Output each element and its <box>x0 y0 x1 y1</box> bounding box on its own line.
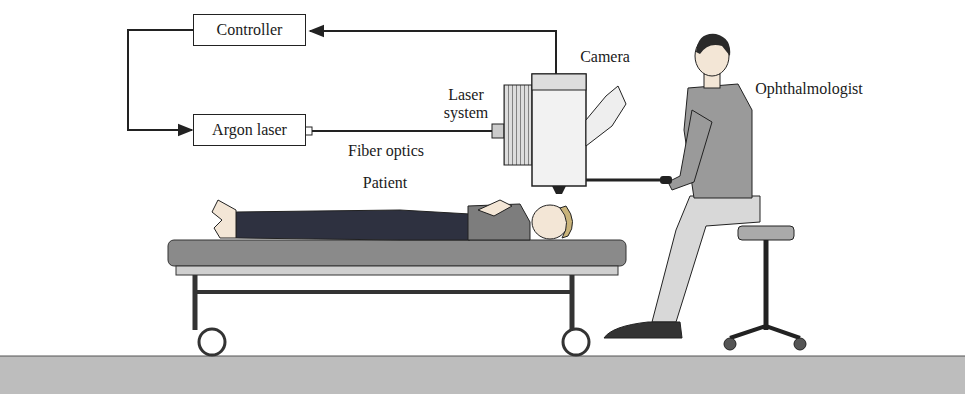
wheel <box>563 329 589 355</box>
fiber-port <box>305 127 312 135</box>
box-label: Argon laser <box>212 121 287 139</box>
patient-legs <box>236 210 470 240</box>
wheel <box>794 338 806 350</box>
part-label: Camera <box>570 48 640 66</box>
fiber-optic-cable <box>312 130 492 132</box>
person-label: Ophthalmologist <box>744 80 874 98</box>
camera-body <box>532 74 586 186</box>
bed-rail <box>195 290 572 294</box>
bed-leg <box>570 275 575 330</box>
part-label: Laser system <box>436 86 496 121</box>
person-label: Patient <box>350 174 420 192</box>
camera-wire <box>310 31 556 74</box>
patient-feet <box>212 200 236 238</box>
joystick <box>660 176 672 184</box>
patient-arm <box>478 200 512 216</box>
camera-lens <box>552 186 566 194</box>
doctor-legs <box>652 196 760 322</box>
laser-source-box: Argon laser <box>193 114 306 146</box>
box-label: Controller <box>217 21 283 39</box>
camera-top <box>532 74 586 90</box>
feedback-connector <box>128 30 193 130</box>
bed-mattress <box>168 240 626 266</box>
stool-seat <box>738 226 794 240</box>
patient-hair <box>560 206 573 238</box>
wheel <box>724 338 736 350</box>
laser-head <box>504 85 532 165</box>
stool-base <box>730 326 800 338</box>
stool-post <box>764 240 769 330</box>
control-arm <box>586 179 668 182</box>
floor <box>0 356 965 394</box>
floor-edge <box>0 356 965 357</box>
part-label: Fiber optics <box>336 142 436 160</box>
bed-leg <box>193 275 198 330</box>
doctor-arm <box>668 110 712 190</box>
bed-frame <box>176 266 618 275</box>
doctor-shoes <box>604 322 682 338</box>
doctor-hair <box>696 34 730 56</box>
controller-box: Controller <box>193 14 306 46</box>
fiber-connector <box>492 124 504 138</box>
wheel <box>199 329 225 355</box>
eyepiece <box>586 86 626 146</box>
